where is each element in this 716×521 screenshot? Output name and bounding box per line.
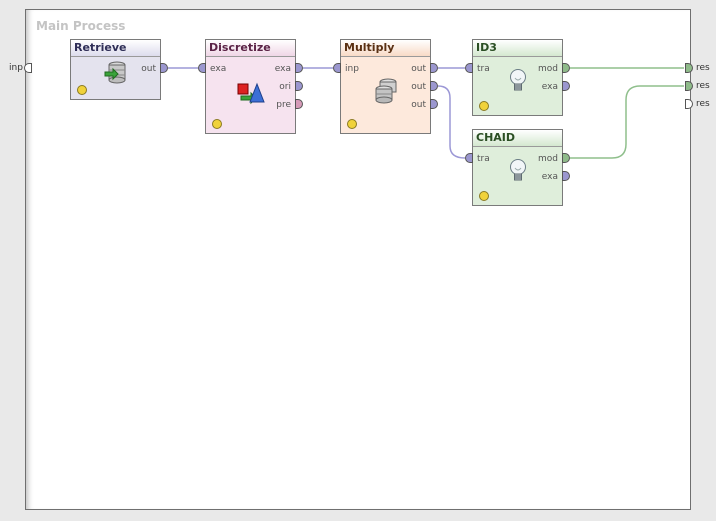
discretize-shapes-icon: [237, 82, 265, 105]
multiply-in-label: inp: [345, 64, 359, 74]
id3-training-in-port[interactable]: [465, 63, 473, 73]
discretize-out-label-2: ori: [279, 82, 291, 92]
process-title: Main Process: [36, 19, 126, 33]
operator-multiply[interactable]: Multiply inp out out out: [340, 39, 431, 134]
multiply-out-label-3: out: [411, 100, 426, 110]
process-input-label: inp: [9, 63, 23, 73]
chaid-training-in-port[interactable]: [465, 153, 473, 163]
retrieve-out-label: out: [141, 64, 156, 74]
retrieve-out-port[interactable]: [160, 63, 168, 73]
multiply-out-port-2[interactable]: [430, 81, 438, 91]
operator-retrieve-title: Retrieve: [71, 40, 160, 57]
operator-id3[interactable]: ID3 tra mod exa: [472, 39, 563, 116]
discretize-out-label-1: exa: [274, 64, 291, 74]
retrieve-status-indicator: [77, 85, 87, 95]
discretize-in-label: exa: [210, 64, 227, 74]
database-retrieve-icon: [104, 61, 126, 84]
chaid-out-label-2: exa: [541, 172, 558, 182]
id3-model-out-port[interactable]: [562, 63, 570, 73]
operator-id3-title: ID3: [473, 40, 562, 57]
chaid-in-label: tra: [477, 154, 490, 164]
id3-in-label: tra: [477, 64, 490, 74]
chaid-example-out-port[interactable]: [562, 171, 570, 181]
multiply-in-port[interactable]: [333, 63, 341, 73]
process-result-label-1: res: [696, 63, 710, 73]
discretize-example-out-port[interactable]: [295, 63, 303, 73]
chaid-out-label-1: mod: [538, 154, 558, 164]
process-result-label-3: res: [696, 99, 710, 109]
chaid-status-indicator: [479, 191, 489, 201]
lightbulb-icon: [510, 69, 526, 91]
discretize-in-port[interactable]: [198, 63, 206, 73]
discretize-original-out-port[interactable]: [295, 81, 303, 91]
multiply-out-label-1: out: [411, 64, 426, 74]
operator-chaid[interactable]: CHAID tra mod exa: [472, 129, 563, 206]
multiply-status-indicator: [347, 119, 357, 129]
process-input-port[interactable]: [24, 63, 32, 73]
discretize-preprocessing-out-port[interactable]: [295, 99, 303, 109]
process-result-label-2: res: [696, 81, 710, 91]
process-result-port-1[interactable]: [685, 63, 693, 73]
process-result-port-2[interactable]: [685, 81, 693, 91]
lightbulb-icon: [510, 159, 526, 181]
operator-discretize[interactable]: Discretize exa exa ori pre: [205, 39, 296, 134]
multiply-database-icon: [375, 78, 397, 104]
multiply-out-port-1[interactable]: [430, 63, 438, 73]
id3-out-label-1: mod: [538, 64, 558, 74]
operator-chaid-title: CHAID: [473, 130, 562, 147]
id3-out-label-2: exa: [541, 82, 558, 92]
discretize-out-label-3: pre: [276, 100, 291, 110]
operator-discretize-title: Discretize: [206, 40, 295, 57]
operator-multiply-title: Multiply: [341, 40, 430, 57]
multiply-out-label-2: out: [411, 82, 426, 92]
process-result-port-3[interactable]: [685, 99, 693, 109]
operator-retrieve[interactable]: Retrieve out: [70, 39, 161, 100]
id3-example-out-port[interactable]: [562, 81, 570, 91]
id3-status-indicator: [479, 101, 489, 111]
chaid-model-out-port[interactable]: [562, 153, 570, 163]
discretize-status-indicator: [212, 119, 222, 129]
multiply-out-port-3[interactable]: [430, 99, 438, 109]
